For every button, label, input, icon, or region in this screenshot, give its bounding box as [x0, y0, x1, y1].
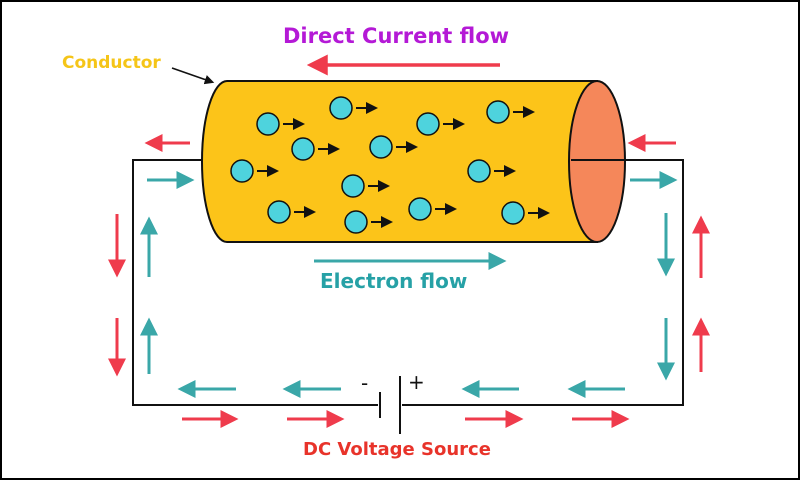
electron: [267, 200, 316, 224]
electron: [486, 100, 535, 124]
electron: [408, 197, 457, 221]
electron-arrows: [140, 171, 678, 398]
electron: [344, 210, 393, 234]
direct-current-title: Direct Current flow: [283, 24, 510, 48]
electron: [256, 112, 305, 136]
electron: [230, 159, 279, 183]
current-arrows: [108, 134, 710, 428]
electrons: [230, 96, 550, 234]
electron: [341, 174, 390, 198]
dc-voltage-source-label: DC Voltage Source: [303, 439, 491, 460]
electron: [467, 159, 516, 183]
electron-flow-label: Electron flow: [320, 269, 468, 293]
electron: [291, 137, 340, 161]
electron: [329, 96, 378, 120]
conductor-body: [201, 80, 598, 243]
electron: [369, 135, 418, 159]
electron: [501, 201, 550, 225]
circuit-wire: [132, 159, 684, 434]
conductor-end-face: [568, 80, 626, 243]
conductor-label: Conductor: [62, 53, 161, 73]
electron: [416, 112, 465, 136]
negative-terminal-sign: -: [361, 371, 369, 395]
conductor-pointer-arrow: [171, 67, 215, 85]
positive-terminal-sign: +: [408, 370, 425, 394]
